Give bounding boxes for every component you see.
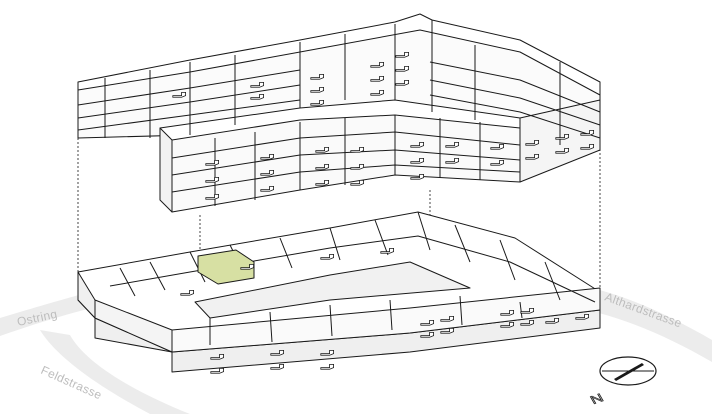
compass-icon xyxy=(599,356,657,386)
highlighted-unit xyxy=(197,249,255,285)
street-feldstrasse xyxy=(40,330,190,414)
north-label: N xyxy=(587,392,608,406)
upper-floors-volume xyxy=(77,13,601,213)
ground-floor-volume xyxy=(77,211,601,373)
street-label-ostring: Ostring xyxy=(16,307,59,329)
